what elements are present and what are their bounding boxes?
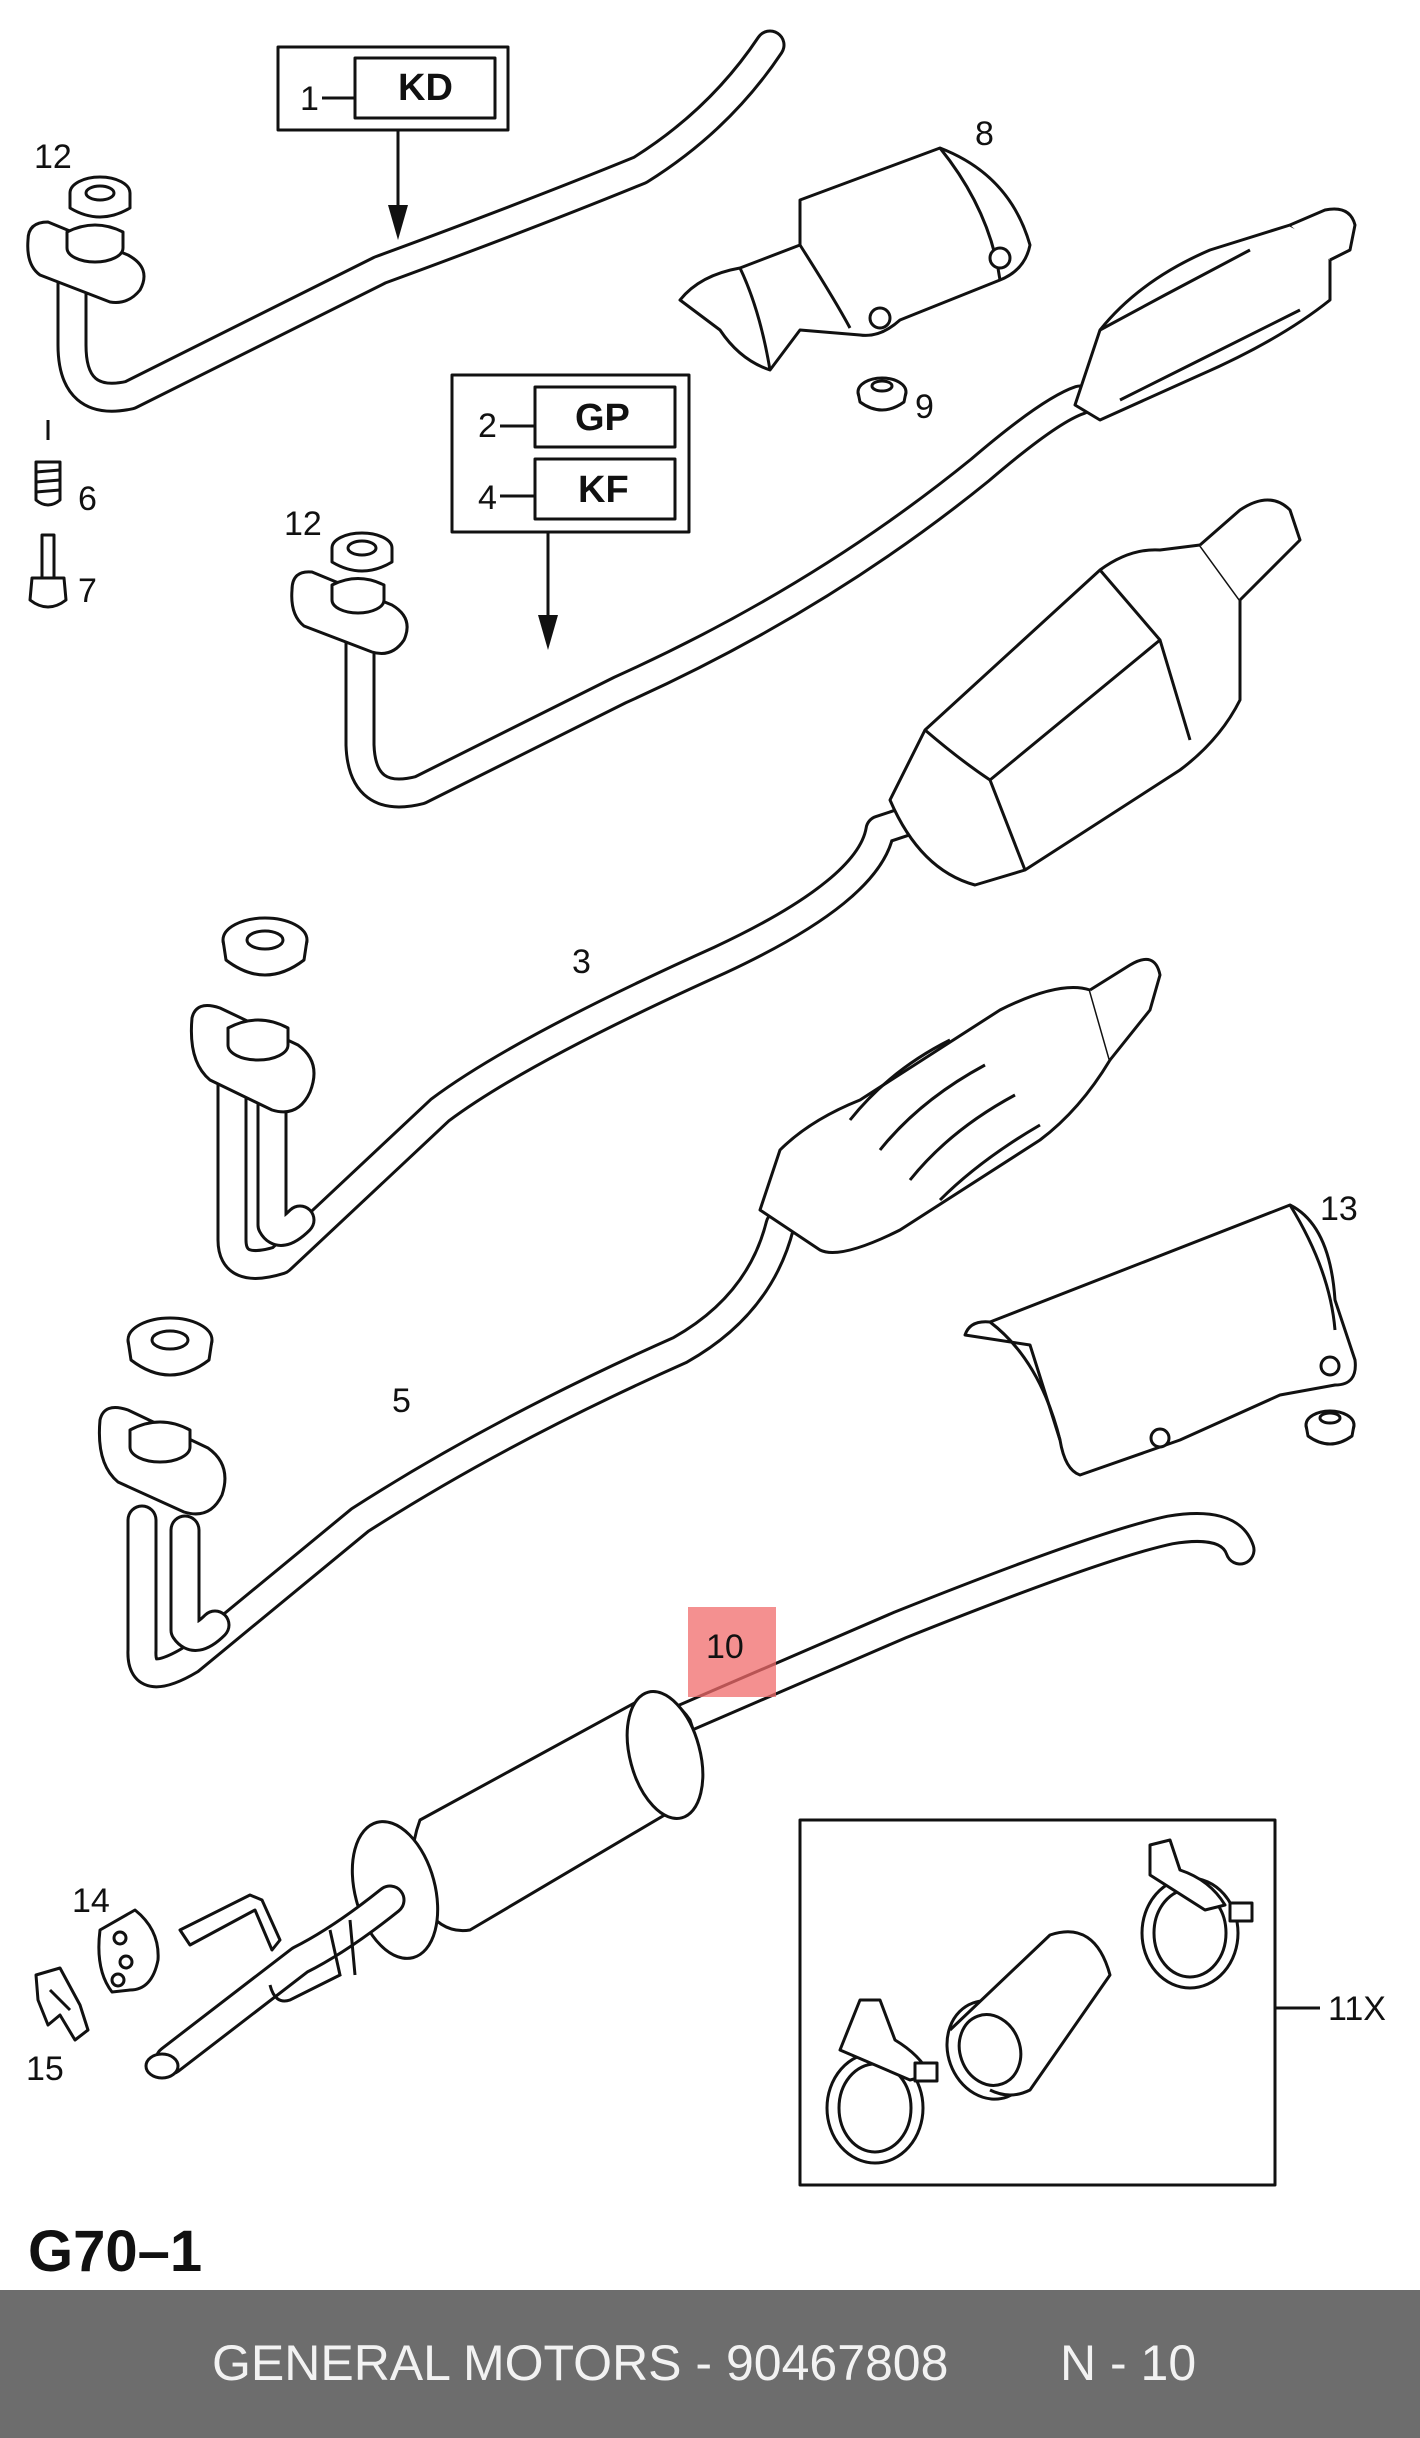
gasket-3: [221, 916, 309, 977]
callout-2: 2: [478, 407, 497, 445]
front-pipe-1: [26, 29, 786, 413]
gasket-5: [126, 1316, 214, 1377]
callout-8: 8: [975, 115, 994, 153]
rear-silencer-10: [144, 1512, 1256, 2080]
callout-6: 6: [78, 480, 97, 518]
engine-code-box-2: 2 GP 4 KF: [450, 373, 691, 650]
footer-part-number: GENERAL MOTORS - 90467808: [212, 2335, 949, 2391]
engine-code-kf: KF: [578, 469, 629, 511]
clip-15: [34, 1966, 90, 2042]
highlight-part-10: [688, 1607, 776, 1697]
bolt-7: [28, 533, 68, 609]
diagram-code: G70–1: [28, 2219, 203, 2284]
callout-3: 3: [572, 943, 591, 981]
front-pipe-5: [97, 957, 1162, 1689]
engine-code-gp: GP: [575, 397, 630, 439]
stud-6: [34, 420, 62, 507]
gasket-12-top: [68, 175, 132, 219]
engine-code-kd: KD: [398, 67, 453, 109]
nut-9: [856, 376, 908, 412]
callout-7: 7: [78, 572, 97, 610]
footer-quantity: N - 10: [1060, 2335, 1197, 2391]
footer-bar: GENERAL MOTORS - 90467808 N - 10: [0, 2290, 1420, 2438]
kit-11x-box: [798, 1818, 1320, 2187]
pipe-3-catalytic-converter: [888, 543, 1242, 887]
callout-14: 14: [72, 1882, 110, 1920]
pipe-2-catalytic-converter: [1073, 223, 1332, 422]
pipe-5-catalytic-converter: [758, 986, 1112, 1254]
engine-code-box-1: 1 KD: [276, 45, 510, 240]
rubber-mount-14: [97, 1908, 160, 1994]
callout-12-second: 12: [284, 505, 322, 543]
front-pipe-2: [290, 207, 1357, 809]
heat-shield-8: [678, 146, 1032, 372]
exhaust-parts-diagram: 1 KD 2 GP 4 KF 12 8 9 6 7 12 3 5 13 10 1…: [26, 29, 1386, 2187]
callout-10: 10: [706, 1628, 744, 1666]
callout-11x: 11X: [1328, 1990, 1386, 2028]
callout-9: 9: [915, 388, 934, 426]
nut-13: [1304, 1409, 1356, 1446]
hanger-rod: [178, 1893, 282, 1952]
callout-15: 15: [26, 2050, 64, 2088]
callout-13: 13: [1320, 1190, 1358, 1228]
callout-4: 4: [478, 479, 497, 517]
front-pipe-3: [189, 498, 1302, 1280]
gasket-12-second: [330, 531, 394, 573]
callout-12-top: 12: [34, 138, 72, 176]
heat-shield-13: [963, 1203, 1357, 1477]
callout-5: 5: [392, 1382, 411, 1420]
callout-1: 1: [300, 80, 319, 118]
